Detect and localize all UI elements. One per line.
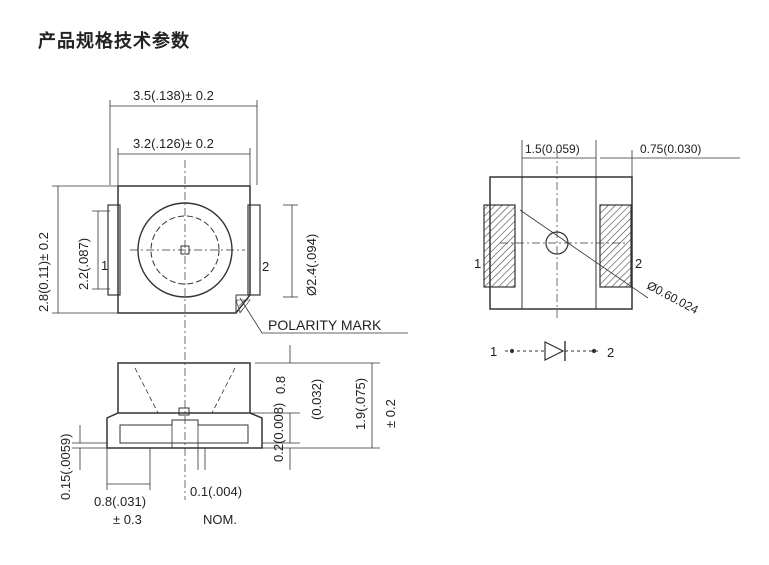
- side-dim-f-label: 0.1(.004): [190, 484, 242, 499]
- side-dim-b-label: 0.2(0.008): [271, 403, 286, 462]
- top-pin1-label: 1: [101, 258, 108, 273]
- symbol-pin2-label: 2: [607, 345, 614, 360]
- top-width-inner-label: 3.2(.126)± 0.2: [133, 136, 214, 151]
- side-view: [72, 345, 380, 490]
- top-width-outer-label: 3.5(.138)± 0.2: [133, 88, 214, 103]
- side-dim-a-inch-label: (0.032): [309, 379, 324, 420]
- side-dim-e-tol-label: ± 0.3: [113, 512, 142, 527]
- page-title: 产品规格技术参数: [38, 31, 190, 52]
- top-height-inner-label: 2.2(.087): [76, 238, 91, 290]
- top-height-outer-label: 2.8(0.11)± 0.2: [36, 232, 51, 312]
- bottom-dim-b-label: 0.75(0.030): [640, 142, 701, 156]
- bottom-dim-a-label: 1.5(0.059): [525, 142, 580, 156]
- top-view: [52, 100, 408, 500]
- lens-diameter-label: Ø2.4(.094): [304, 234, 319, 296]
- side-dim-c-tol-label: ± 0.2: [383, 399, 398, 428]
- top-pin2-label: 2: [262, 259, 269, 274]
- polarity-mark-label: POLARITY MARK: [268, 317, 382, 333]
- bottom-pin2-label: 2: [635, 256, 642, 271]
- bottom-dim-c-label: Ø0.60.024: [645, 278, 701, 317]
- side-dim-c-label: 1.9(.075): [353, 378, 368, 430]
- bottom-view: [483, 140, 740, 320]
- bottom-pin1-label: 1: [474, 256, 481, 271]
- side-dim-a-label: 0.8: [273, 376, 288, 394]
- side-dim-d-label: 0.15(.0059): [58, 434, 73, 501]
- symbol-pin1-label: 1: [490, 344, 497, 359]
- diode-symbol: [505, 341, 600, 361]
- side-dim-f-note-label: NOM.: [203, 512, 237, 527]
- side-dim-e-label: 0.8(.031): [94, 494, 146, 509]
